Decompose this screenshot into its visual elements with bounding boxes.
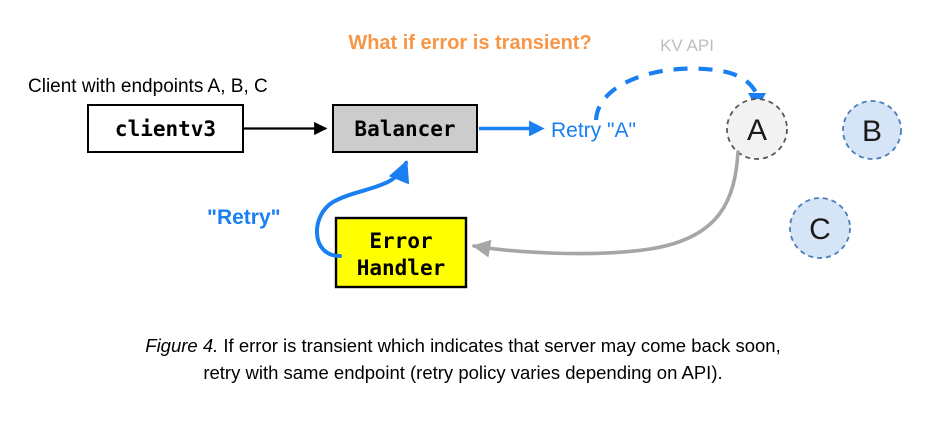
retry-edge-label: "Retry": [207, 206, 281, 229]
error-handler-box[interactable]: [334, 216, 468, 289]
clientv3-box[interactable]: [87, 104, 244, 153]
figure-number: Figure 4.: [145, 335, 219, 356]
caption-text-1: If error is transient which indicates th…: [218, 335, 781, 356]
endpoint-label-c: C: [809, 213, 831, 246]
figure-caption: Figure 4. If error is transient which in…: [0, 332, 926, 386]
edge-error-handler-to-balancer: [315, 159, 410, 258]
error-handler-label-line1: Error: [369, 229, 432, 253]
caption-line-2: retry with same endpoint (retry policy v…: [203, 362, 723, 383]
endpoint-label-a: A: [747, 114, 767, 147]
endpoint-circle-a[interactable]: [726, 98, 788, 160]
balancer-box[interactable]: [332, 104, 478, 153]
edge-endpoint-a-to-error-handler: [472, 150, 740, 258]
title-question: What if error is transient?: [348, 32, 591, 54]
error-handler-label-line2: Handler: [357, 256, 446, 280]
endpoint-circle-b[interactable]: [842, 100, 902, 160]
edge-retry-to-endpoint-a: [593, 66, 759, 121]
balancer-label: Balancer: [354, 117, 455, 141]
clientv3-label: clientv3: [115, 117, 216, 141]
kv-api-label: KV API: [660, 36, 714, 55]
caption-line-1: Figure 4. If error is transient which in…: [0, 332, 926, 359]
retry-a-label: Retry "A": [551, 119, 636, 142]
endpoint-label-b: B: [862, 115, 882, 148]
endpoint-circle-c[interactable]: [789, 197, 851, 259]
client-endpoints-note: Client with endpoints A, B, C: [28, 76, 268, 97]
